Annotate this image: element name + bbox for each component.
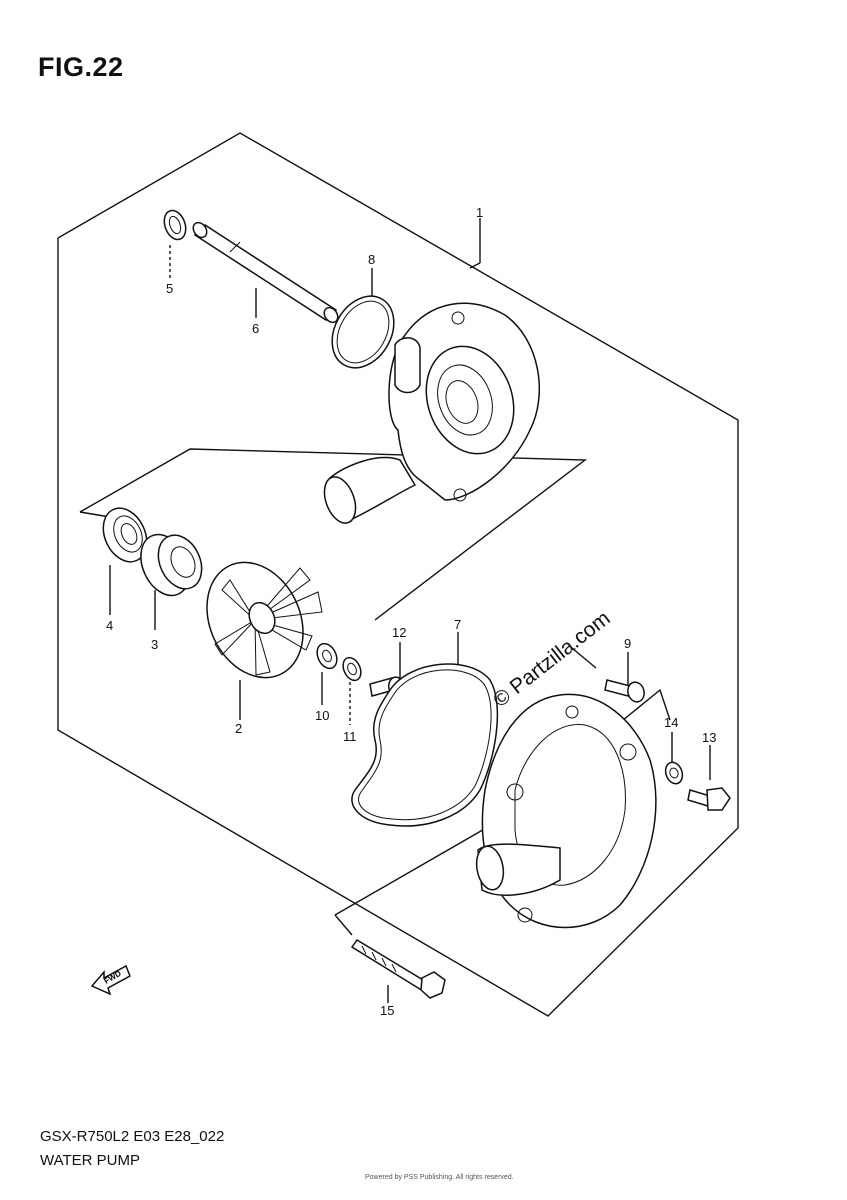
mechanical-seal-part-3 xyxy=(140,533,203,597)
o-ring-part-8 xyxy=(331,295,395,369)
callout-11: 11 xyxy=(343,729,357,744)
leader-lines xyxy=(109,218,711,1003)
bolt-part-15 xyxy=(350,938,446,999)
forward-direction-arrow: FWD xyxy=(90,964,131,996)
callout-13: 13 xyxy=(702,730,716,745)
callout-6: 6 xyxy=(252,321,259,336)
washer-part-5 xyxy=(163,209,187,241)
figure-title: FIG.22 xyxy=(38,52,124,82)
washer-part-10 xyxy=(316,642,338,670)
impeller-part-2 xyxy=(206,561,323,679)
pump-body-part-1 xyxy=(323,302,541,524)
pump-cover xyxy=(475,693,657,929)
callout-5: 5 xyxy=(166,281,173,296)
assembly-frame xyxy=(57,132,739,1017)
model-code: GSX-R750L2 E03 E28_022 xyxy=(40,1128,225,1145)
bolt-part-9 xyxy=(604,679,645,703)
callout-1: 1 xyxy=(476,205,483,220)
callout-7: 7 xyxy=(454,617,461,632)
callout-14: 14 xyxy=(664,715,678,730)
callout-12: 12 xyxy=(392,625,406,640)
bolt-part-13 xyxy=(687,787,731,811)
callout-15: 15 xyxy=(380,1003,394,1018)
callout-9: 9 xyxy=(624,636,631,651)
callout-8: 8 xyxy=(368,252,375,267)
fine-print: Powered by PSS Publishing. All rights re… xyxy=(365,1174,514,1181)
callout-10: 10 xyxy=(315,708,329,723)
callout-labels: 1 2 3 4 5 6 7 8 9 10 11 12 13 14 15 xyxy=(106,205,716,1018)
gasket-part-7 xyxy=(351,663,499,827)
washer-part-14 xyxy=(664,761,684,785)
callout-4: 4 xyxy=(106,618,113,633)
bearing-part-4 xyxy=(102,507,148,563)
section-name: WATER PUMP xyxy=(40,1152,140,1169)
shaft-part-6 xyxy=(192,221,339,324)
callout-3: 3 xyxy=(151,637,158,652)
callout-2: 2 xyxy=(235,721,242,736)
washer-part-11 xyxy=(342,656,362,682)
